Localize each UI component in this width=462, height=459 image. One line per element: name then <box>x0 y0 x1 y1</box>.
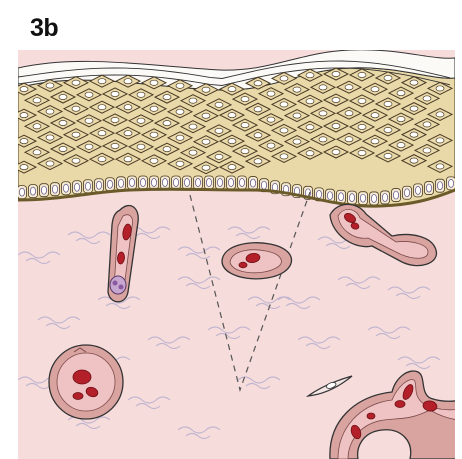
basal-cell <box>73 181 82 194</box>
red-blood-cell-icon <box>73 393 83 400</box>
basal-cell <box>381 191 390 204</box>
basal-cell <box>425 182 434 195</box>
basal-cell <box>84 180 93 193</box>
basal-cell <box>249 177 258 190</box>
basal-cell <box>227 176 236 189</box>
basal-cell <box>40 184 49 197</box>
basal-cell <box>172 176 181 189</box>
basal-cell <box>18 186 27 199</box>
basal-cell <box>403 186 412 199</box>
basal-cell <box>436 179 445 192</box>
basal-cell <box>447 177 456 190</box>
basal-cell <box>62 182 71 195</box>
basal-cell <box>95 179 104 192</box>
basal-cell <box>238 176 247 189</box>
basal-cell <box>150 176 159 189</box>
basal-cell <box>370 192 379 205</box>
basal-cell <box>128 176 137 189</box>
basal-cell <box>348 191 357 204</box>
basal-cell <box>106 178 115 191</box>
epidermis <box>12 50 456 206</box>
red-blood-cell-icon <box>239 262 247 268</box>
red-blood-cell-icon <box>367 413 375 419</box>
basal-cell <box>205 176 214 189</box>
basal-cell <box>139 176 148 189</box>
basal-cell <box>117 177 126 190</box>
basal-cell <box>29 185 38 198</box>
blood-vessel-icon <box>49 345 123 419</box>
red-blood-cell-icon <box>73 370 91 384</box>
basal-cell <box>392 189 401 202</box>
basal-cell <box>414 184 423 197</box>
basal-cell <box>337 190 346 203</box>
basal-cell <box>161 176 170 189</box>
basal-cell <box>183 176 192 189</box>
blood-vessel-icon <box>222 243 292 279</box>
basal-cell <box>51 183 60 196</box>
red-blood-cell-icon <box>395 401 405 408</box>
basal-cell <box>359 192 368 205</box>
basal-cell <box>216 176 225 189</box>
basal-cell <box>194 176 203 189</box>
leukocyte-icon <box>110 276 126 294</box>
